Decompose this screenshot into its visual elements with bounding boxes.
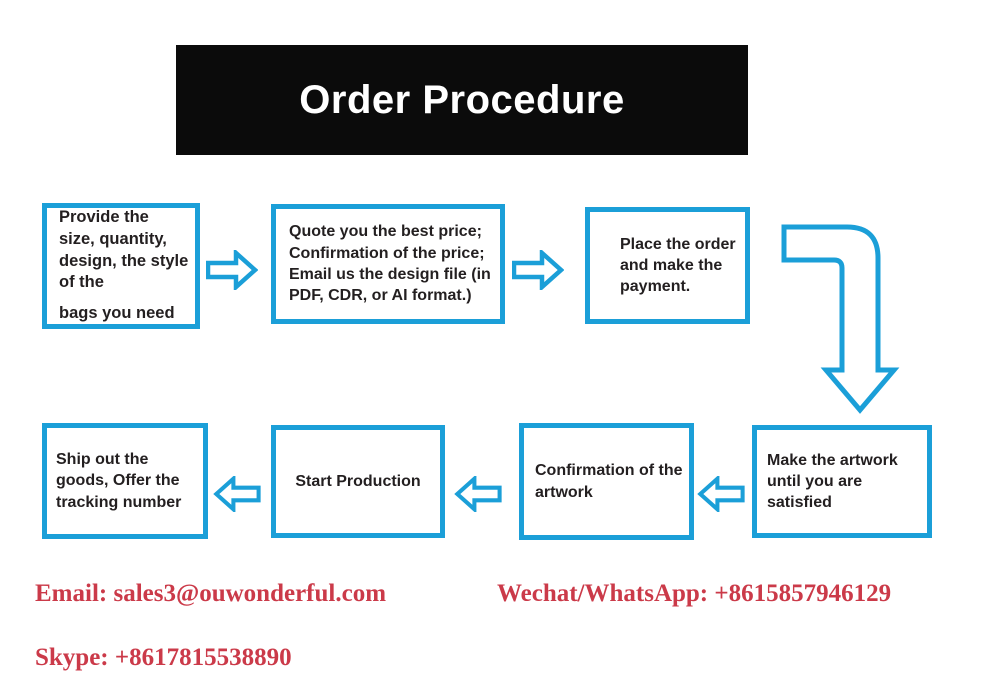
- title-banner: Order Procedure: [176, 45, 748, 155]
- flow-arrow-right-icon: [206, 250, 258, 290]
- flow-arrow-left-icon: [454, 476, 502, 512]
- flow-arrow-left-icon: [212, 476, 262, 512]
- step-provide-details-box: Provide the size, quantity, design, the …: [42, 203, 200, 329]
- contact-wechat-whatsapp: Wechat/WhatsApp: +8615857946129: [497, 580, 892, 607]
- step-provide-details-text: Provide the size, quantity, design, the …: [59, 207, 189, 292]
- flow-arrow-right-icon: [512, 250, 564, 290]
- step-start-production-box: Start Production: [271, 425, 445, 538]
- step-confirm-artwork-text: Confirmation of the artwork: [535, 462, 683, 501]
- step-place-order-text: Place the order and make the payment.: [620, 235, 736, 296]
- step-provide-details-text2: bags you need: [59, 304, 175, 323]
- step-make-artwork-box: Make the artwork until you are satisfied: [752, 425, 932, 538]
- step-confirm-artwork-box: Confirmation of the artwork: [519, 423, 694, 540]
- page-title: Order Procedure: [299, 77, 625, 122]
- step-ship-goods-box: Ship out the goods, Offer the tracking n…: [42, 423, 208, 539]
- step-place-order-box: Place the order and make the payment.: [585, 207, 750, 324]
- step-quote-price-text: Quote you the best price; Confirmation o…: [289, 223, 491, 305]
- flow-arrow-left-icon: [697, 476, 745, 512]
- step-start-production-text: Start Production: [295, 472, 421, 490]
- flow-arrow-turn-down-icon: [781, 224, 901, 414]
- step-ship-goods-text: Ship out the goods, Offer the tracking n…: [56, 451, 182, 511]
- contact-skype: Skype: +8617815538890: [35, 644, 292, 671]
- step-quote-price-box: Quote you the best price; Confirmation o…: [271, 204, 505, 324]
- contact-email: Email: sales3@ouwonderful.com: [35, 580, 387, 607]
- step-make-artwork-text: Make the artwork until you are satisfied: [767, 451, 898, 512]
